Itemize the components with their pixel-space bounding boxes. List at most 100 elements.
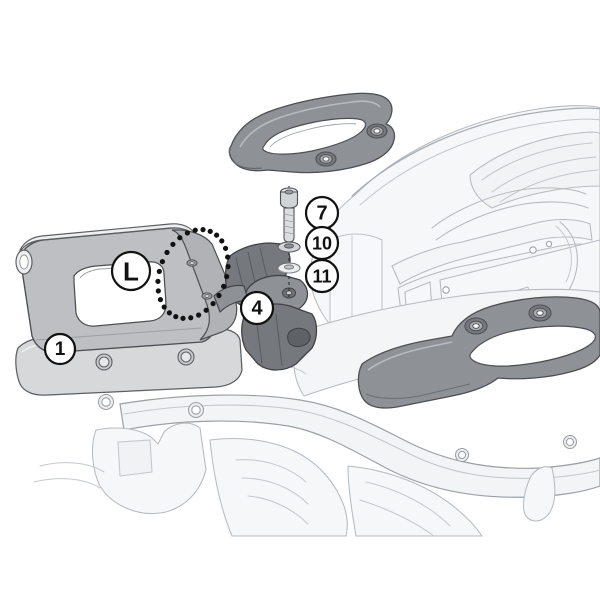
callout-11-label: 11 xyxy=(312,267,331,287)
callout-7-label: 7 xyxy=(316,203,327,225)
cable-loop-inner xyxy=(555,225,572,283)
bolt-thread-1 xyxy=(283,213,295,217)
highlight-dot xyxy=(220,283,227,289)
callout-4[interactable]: 4 xyxy=(239,290,275,326)
flat-washer-bore xyxy=(283,243,295,249)
bolt-thread-2 xyxy=(283,219,295,223)
bolt-thread-4 xyxy=(283,231,295,235)
highlight-dot xyxy=(224,273,230,280)
nylon-washer xyxy=(277,262,301,274)
highlight-dot xyxy=(207,228,213,234)
seat-pad-crease-2 xyxy=(491,156,597,193)
grab-handle-ghost-top xyxy=(431,187,587,229)
highlight-dot xyxy=(155,278,161,284)
rail-boss-1-hole xyxy=(191,405,201,415)
callout-4-circle xyxy=(239,290,275,326)
subframe-boss-3 xyxy=(545,240,553,248)
highlight-dot xyxy=(216,292,222,299)
highlight-dot xyxy=(184,230,190,236)
subframe-boss-2 xyxy=(529,246,537,254)
bolt-shank xyxy=(283,207,295,243)
callout-11[interactable]: 11 xyxy=(304,258,340,294)
highlight-dot xyxy=(188,315,194,321)
bolt-thread-3 xyxy=(283,225,295,229)
center-ghost-crease-3 xyxy=(247,495,309,525)
callout-L[interactable]: L xyxy=(110,250,152,292)
top-plate-slot xyxy=(262,117,367,155)
rack-plate-cutout-inner-edge xyxy=(79,265,149,279)
highlight-dot xyxy=(180,315,186,321)
nylon-washer-thickness xyxy=(277,267,301,274)
top-rack-mount-plate xyxy=(228,92,396,174)
highlight-dot xyxy=(225,254,231,260)
callout-4-label: 4 xyxy=(251,298,263,320)
ghost-detail-b xyxy=(33,478,101,489)
fastener-stack xyxy=(277,186,301,300)
bracket-leg-slot xyxy=(287,327,311,348)
bracket-leg-rib-2 xyxy=(275,313,283,367)
highlight-dot xyxy=(166,310,172,316)
rack-plate-right-flange xyxy=(171,229,238,341)
highlight-dot xyxy=(225,264,231,270)
fairing-top-edge-inner xyxy=(359,118,600,206)
callout-bubbles: 1 L 4 7 10 11 xyxy=(43,195,340,366)
flange-dimple-2-bore xyxy=(204,294,210,298)
rack-beam-hole-1-bore xyxy=(98,356,110,368)
right-rack-mount-plate xyxy=(357,296,600,409)
bolt-head-socket xyxy=(284,189,294,195)
flange-dimple-1-bore xyxy=(189,261,195,265)
center-ghost-crease-2 xyxy=(241,477,309,505)
highlight-dot xyxy=(159,259,166,265)
highlight-dot xyxy=(210,301,216,307)
fairing-top-edge xyxy=(351,107,600,197)
highlight-dot xyxy=(164,249,170,256)
callout-L-label: L xyxy=(123,257,139,287)
highlight-dot xyxy=(156,268,162,275)
flat-washer xyxy=(277,241,301,253)
callout-L-circle xyxy=(110,250,152,292)
highlight-dot xyxy=(192,227,198,233)
top-plate-tail-edge xyxy=(228,145,263,169)
socket-head-bolt xyxy=(279,187,299,243)
rail-boss-2-hole xyxy=(101,397,111,407)
callout-10[interactable]: 10 xyxy=(304,225,340,261)
rail-boss-3-hole xyxy=(457,450,467,460)
rail-boss-4-hole xyxy=(565,437,575,447)
top-plate-slot-inner-edge xyxy=(269,123,357,148)
highlight-dot xyxy=(157,297,164,303)
callout-7[interactable]: 7 xyxy=(304,195,340,231)
ghost-detail-a xyxy=(39,462,105,473)
flat-washer-thickness xyxy=(277,246,301,253)
callout-10-label: 10 xyxy=(312,234,332,254)
subframe-upper-rail xyxy=(391,219,593,285)
hanger-bracket-tab xyxy=(522,466,556,522)
rack-plate-end-cap-inner xyxy=(19,254,29,270)
highlight-dot xyxy=(200,227,206,233)
callout-11-circle xyxy=(304,258,340,294)
highlight-dot xyxy=(155,288,161,294)
seat-pad-crease-1 xyxy=(481,142,593,181)
highlight-dot xyxy=(219,238,225,244)
highlight-dot xyxy=(214,232,220,238)
side-cover-panel xyxy=(117,439,153,477)
center-ghost-bodywork xyxy=(209,438,348,537)
center-ghost-crease-1 xyxy=(235,459,307,483)
dotted-ellipse-highlight xyxy=(155,227,231,321)
left-side-rack-plate xyxy=(15,223,243,396)
top-plate-bolt-hole-left-bore xyxy=(322,156,330,162)
highlight-dot xyxy=(222,245,229,251)
right-plate-boss-a-bore xyxy=(472,323,480,329)
highlight-dot xyxy=(177,235,183,241)
top-plate-highlight xyxy=(239,100,381,148)
rack-beam-hole-2-bore xyxy=(180,351,192,363)
right-plate-arm-shadow xyxy=(365,383,471,399)
highlight-dot xyxy=(203,307,209,313)
seat-pad-crease-3 xyxy=(499,169,599,203)
callout-1-circle xyxy=(43,332,77,366)
top-plate-bolt-hole-right-bore xyxy=(373,128,381,134)
callout-1-label: 1 xyxy=(55,339,66,360)
callout-1[interactable]: 1 xyxy=(43,332,77,366)
highlight-dot xyxy=(161,304,167,310)
